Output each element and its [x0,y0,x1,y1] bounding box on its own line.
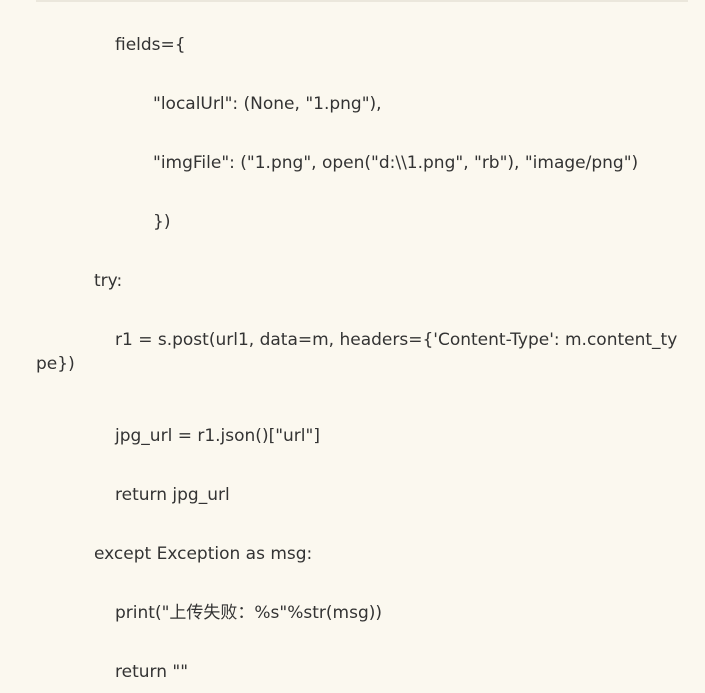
code-line-localurl: "localUrl": (None, "1.png"), [153,94,382,114]
code-line-fields: fields={ [115,35,186,55]
code-line-print: print("上传失败：%s"%str(msg)) [115,603,382,623]
code-line-close-brace: }) [153,212,171,232]
code-line-jpg-url: jpg_url = r1.json()["url"] [115,426,320,446]
code-line-try: try: [94,271,123,291]
top-divider [36,0,688,2]
code-line-except: except Exception as msg: [94,544,313,564]
code-line-return-empty: return "" [115,662,189,682]
code-line-imgfile: "imgFile": ("1.png", open("d:\\1.png", "… [153,153,639,173]
code-line-post: r1 = s.post(url1, data=m, headers={'Cont… [36,330,678,374]
code-line-return-jpg-url: return jpg_url [115,485,230,505]
